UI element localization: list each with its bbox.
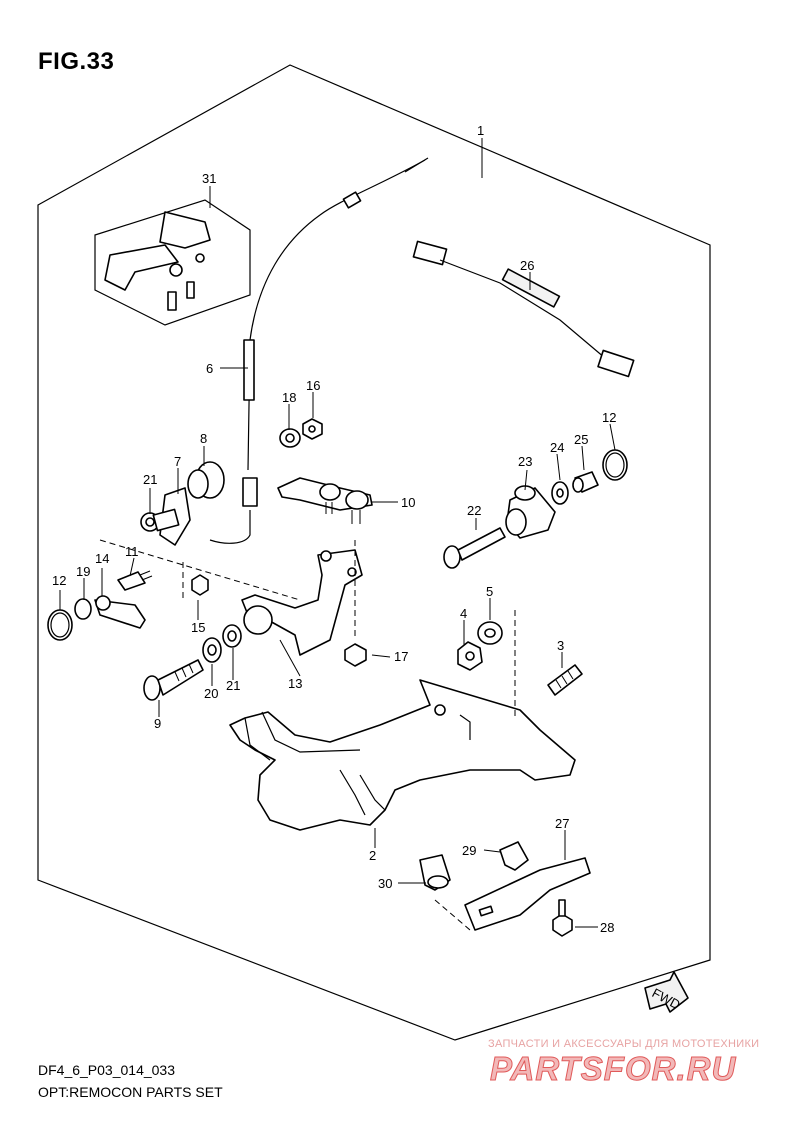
assembly-lines [99,539,516,931]
fwd-direction-badge: FWD [644,971,689,1013]
callout-27: 27 [555,816,569,831]
part-24-washer [551,481,569,505]
callout-30: 30 [378,876,392,891]
callout-2: 2 [369,848,376,863]
callout-9: 9 [154,716,161,731]
callout-21-bottom: 21 [226,678,240,693]
part-13-lever [241,549,363,656]
part-29-clip [499,841,529,871]
callout-26: 26 [520,258,534,273]
callout-12-left: 12 [52,573,66,588]
callout-18: 18 [282,390,296,405]
watermark-logo-text: PARTSFOR.RU [490,1050,736,1087]
part-27-plate [464,857,591,931]
part-12-ring-right [602,449,628,481]
callout-7: 7 [174,454,181,469]
callout-21-top: 21 [143,472,157,487]
part-28-bolt [552,899,573,937]
callout-4: 4 [460,606,467,621]
part-26-wire [412,240,635,378]
callout-6: 6 [206,361,213,376]
callout-25: 25 [574,432,588,447]
callout-1: 1 [477,123,484,138]
part-23-collar [505,485,556,539]
part-21-washer [222,624,242,648]
callout-10: 10 [401,495,415,510]
callout-16: 16 [306,378,320,393]
part-30-clip [419,854,451,891]
part-20-washer [202,637,222,663]
callout-13: 13 [288,676,302,691]
part-6-cable [209,157,429,544]
callout-24: 24 [550,440,564,455]
part-18-washer [279,428,301,448]
callout-3: 3 [557,638,564,653]
callout-12-right: 12 [602,410,616,425]
part-3-stud [547,664,583,696]
part-8-grommet [187,461,225,499]
callout-14: 14 [95,551,109,566]
callout-17: 17 [394,649,408,664]
callout-15: 15 [191,620,205,635]
callout-5: 5 [486,584,493,599]
part-12-ring-left [47,609,73,641]
callout-29: 29 [462,843,476,858]
part-14-link [94,595,146,629]
part-16-nut [302,418,323,440]
callout-31: 31 [202,171,216,186]
diagram-code: DF4_6_P03_014_033 [38,1062,176,1078]
diagram-name: OPT:REMOCON PARTS SET [38,1084,223,1100]
callout-8: 8 [200,431,207,446]
part-4-nut [457,641,483,671]
callout-23: 23 [518,454,532,469]
figure-title: FIG.33 [38,48,115,75]
part-11-pin [117,570,153,591]
callout-19: 19 [76,564,90,579]
watermark-logo: PARTSFOR.RU [490,1050,736,1088]
callout-28: 28 [600,920,614,935]
part-17-nut [344,643,367,667]
callout-22: 22 [467,503,481,518]
part-5-washer [477,621,503,645]
watermark-caption: ЗАПЧАСТИ И АКСЕССУАРЫ ДЛЯ МОТОТЕХНИКИ [488,1038,760,1050]
part-31-subkit [94,199,251,326]
part-19-washer [74,598,92,620]
part-21-collar [140,508,180,532]
callout-11: 11 [125,544,139,559]
part-25-bush [572,471,599,493]
kit-boundary [37,64,711,1041]
leader-lines [59,138,616,928]
callout-20: 20 [204,686,218,701]
part-22-pin [443,527,506,569]
part-15-nut [191,574,209,596]
part-9-bolt [143,659,204,701]
part-2-bracket [229,679,576,831]
part-10-stay [277,477,373,524]
callout-labels: 1 2 3 4 5 6 7 8 9 10 11 12 12 13 14 15 1… [52,123,616,935]
